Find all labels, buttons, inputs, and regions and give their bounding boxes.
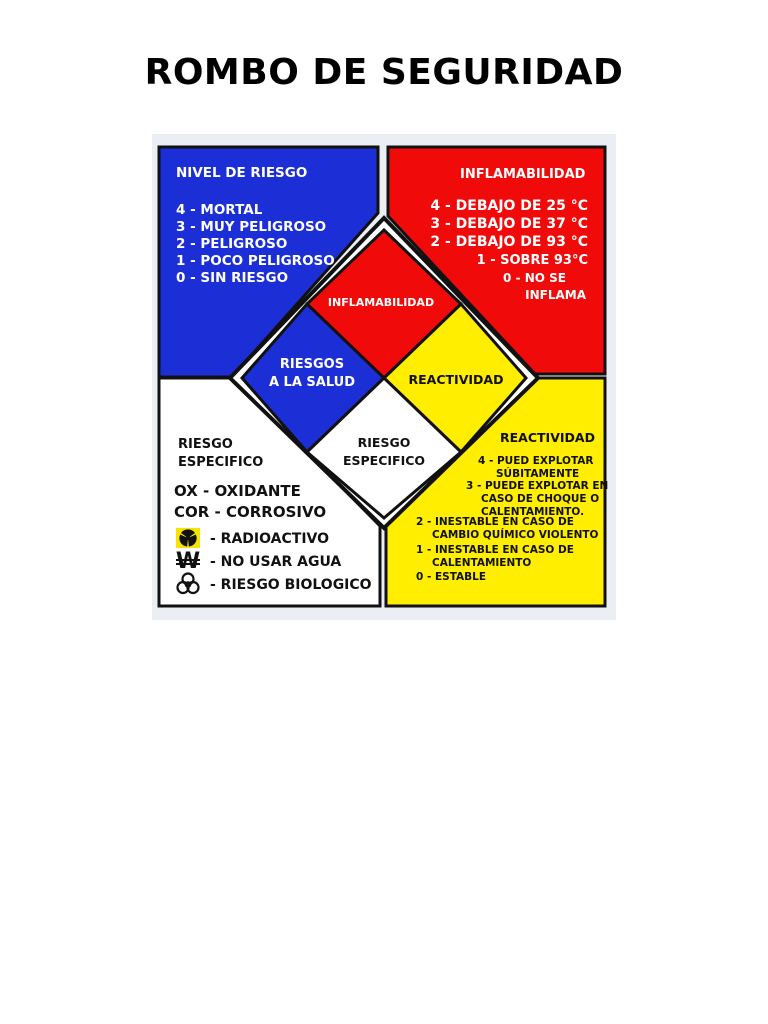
health-item: 3 - MUY PELIGROSO bbox=[176, 219, 326, 235]
safety-diamond-svg: NIVEL DE RIESGO 4 - MORTAL 3 - MUY PELIG… bbox=[152, 134, 616, 620]
reactivity-line: 4 - PUED EXPLOTAR bbox=[478, 455, 594, 467]
flammability-item: 4 - DEBAJO DE 25 °C bbox=[430, 198, 588, 214]
reactivity-line: 3 - PUEDE EXPLOTAR EN bbox=[466, 480, 608, 492]
specific-heading: RIESGO bbox=[178, 437, 233, 452]
health-heading: NIVEL DE RIESGO bbox=[176, 165, 307, 181]
reactivity-line: CASO DE CHOQUE O bbox=[481, 493, 599, 505]
reactivity-line: 1 - INESTABLE EN CASO DE bbox=[416, 544, 574, 556]
diamond-label-flammability: INFLAMABILIDAD bbox=[328, 296, 434, 309]
health-panel-bg bbox=[157, 145, 380, 379]
specific-icon-label: - RIESGO BIOLOGICO bbox=[210, 577, 372, 593]
reactivity-line: 0 - ESTABLE bbox=[416, 571, 486, 583]
diamond-label-reactivity: REACTIVIDAD bbox=[409, 372, 504, 387]
health-item: 1 - POCO PELIGROSO bbox=[176, 253, 335, 269]
diamond-label-health: A LA SALUD bbox=[269, 375, 355, 390]
page-title: ROMBO DE SEGURIDAD bbox=[144, 52, 624, 93]
reactivity-line: CAMBIO QUÍMICO VIOLENTO bbox=[432, 528, 599, 541]
flammability-item: 1 - SOBRE 93°C bbox=[477, 253, 588, 268]
diamond-label-specific: RIESGO bbox=[358, 435, 411, 450]
no-water-icon: W bbox=[176, 549, 200, 574]
reactivity-heading: REACTIVIDAD bbox=[500, 430, 595, 445]
diamond-label-health: RIESGOS bbox=[280, 357, 344, 372]
diamond-label-specific: ESPECIFICO bbox=[343, 453, 425, 468]
health-item: 2 - PELIGROSO bbox=[176, 236, 287, 252]
flammability-item: 2 - DEBAJO DE 93 °C bbox=[430, 234, 588, 250]
flammability-item: 3 - DEBAJO DE 37 °C bbox=[430, 216, 588, 232]
diamond-specific-quadrant bbox=[304, 375, 464, 520]
specific-heading: ESPECIFICO bbox=[178, 455, 263, 470]
biohazard-icon bbox=[176, 572, 200, 595]
reactivity-line: SÚBITAMENTE bbox=[496, 467, 579, 480]
reactivity-line: CALENTAMIENTO. bbox=[481, 506, 584, 518]
flammability-item: INFLAMA bbox=[525, 288, 587, 302]
svg-text:W: W bbox=[176, 549, 200, 574]
specific-icon-label: - RADIOACTIVO bbox=[210, 531, 329, 547]
specific-item: COR - CORROSIVO bbox=[174, 503, 326, 521]
flammability-item: 0 - NO SE bbox=[503, 271, 566, 285]
reactivity-line: CALENTAMIENTO bbox=[432, 557, 531, 569]
reactivity-line: 2 - INESTABLE EN CASO DE bbox=[416, 516, 574, 528]
flammability-panel-bg bbox=[386, 145, 607, 376]
specific-panel-bg bbox=[157, 376, 382, 608]
health-item: 0 - SIN RIESGO bbox=[176, 270, 288, 286]
radioactive-icon bbox=[176, 528, 200, 548]
health-item: 4 - MORTAL bbox=[176, 202, 263, 218]
specific-item: OX - OXIDANTE bbox=[174, 482, 301, 500]
flammability-heading: INFLAMABILIDAD bbox=[460, 167, 586, 182]
safety-diamond-figure: NIVEL DE RIESGO 4 - MORTAL 3 - MUY PELIG… bbox=[152, 134, 616, 620]
specific-icon-label: - NO USAR AGUA bbox=[210, 554, 341, 570]
